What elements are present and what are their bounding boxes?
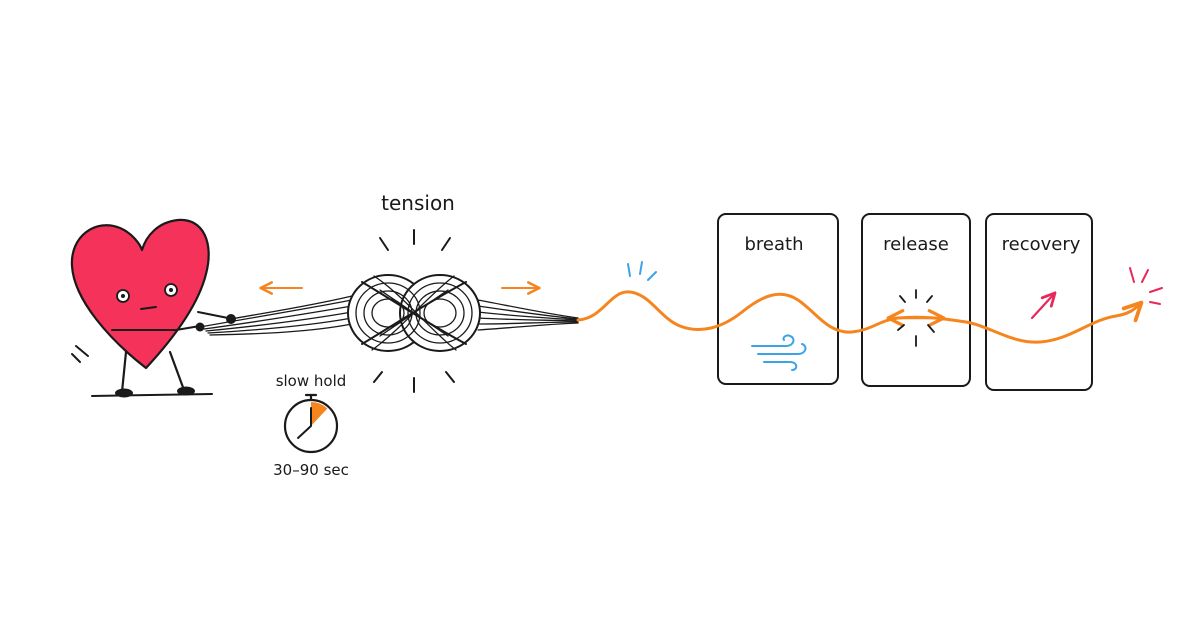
burst-icon (897, 289, 935, 347)
rope-right (477, 299, 579, 331)
stage-card-breath: breath (717, 213, 839, 385)
heart-eyes (116, 283, 178, 303)
breath-sparkle-marks (627, 261, 657, 281)
ground-line (91, 393, 213, 397)
motion-marks (71, 345, 89, 363)
stopwatch-progress (311, 402, 328, 426)
knot-icon (347, 274, 481, 352)
heart-body (70, 218, 210, 370)
left-foot (115, 388, 133, 398)
duration-label: 30–90 sec (273, 461, 349, 479)
left-leg (120, 350, 128, 394)
right-foot (177, 386, 195, 396)
stage-card-release: release (861, 213, 971, 387)
wind-icon (751, 334, 807, 371)
slow-hold-label: slow hold (276, 372, 347, 390)
right-leg (168, 350, 186, 392)
up-arrow-icon (1030, 291, 1057, 320)
stage-label-release: release (883, 234, 949, 255)
right-arm (197, 311, 229, 319)
rope-left (199, 295, 353, 336)
left-arm (111, 325, 201, 331)
release-wave (576, 290, 1144, 344)
end-sparkle-marks (1129, 267, 1163, 305)
heart-character (70, 218, 236, 398)
stopwatch-icon (283, 393, 339, 454)
heart-mouth (140, 306, 157, 310)
tension-label: tension (381, 191, 455, 215)
tension-burst-lines (373, 229, 455, 393)
stage-label-breath: breath (744, 234, 803, 255)
stage-label-recovery: recovery (1002, 234, 1081, 255)
stage-card-recovery: recovery (985, 213, 1093, 391)
